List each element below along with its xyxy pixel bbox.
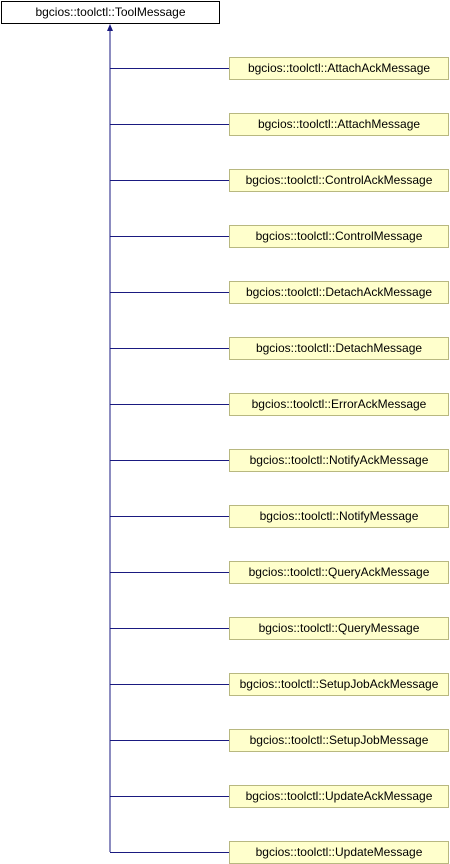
derived-class-node[interactable]: bgcios::toolctl::NotifyMessage: [229, 505, 449, 528]
derived-class-node[interactable]: bgcios::toolctl::SetupJobMessage: [229, 729, 449, 752]
derived-class-node[interactable]: bgcios::toolctl::DetachMessage: [229, 337, 449, 360]
derived-class-node[interactable]: bgcios::toolctl::SetupJobAckMessage: [229, 673, 449, 696]
derived-class-node[interactable]: bgcios::toolctl::NotifyAckMessage: [229, 449, 449, 472]
derived-class-node[interactable]: bgcios::toolctl::QueryMessage: [229, 617, 449, 640]
inheritance-arrowhead: [107, 24, 113, 31]
derived-class-node[interactable]: bgcios::toolctl::ControlAckMessage: [229, 169, 449, 192]
base-class-node[interactable]: bgcios::toolctl::ToolMessage: [1, 1, 220, 24]
derived-class-node[interactable]: bgcios::toolctl::DetachAckMessage: [229, 281, 449, 304]
derived-class-node[interactable]: bgcios::toolctl::AttachMessage: [229, 113, 449, 136]
inheritance-branches: [110, 68, 229, 853]
derived-class-node[interactable]: bgcios::toolctl::UpdateAckMessage: [229, 785, 449, 808]
derived-class-node[interactable]: bgcios::toolctl::QueryAckMessage: [229, 561, 449, 584]
derived-class-node[interactable]: bgcios::toolctl::ErrorAckMessage: [229, 393, 449, 416]
derived-class-node[interactable]: bgcios::toolctl::AttachAckMessage: [229, 57, 449, 80]
derived-class-node[interactable]: bgcios::toolctl::ControlMessage: [229, 225, 449, 248]
derived-class-node[interactable]: bgcios::toolctl::UpdateMessage: [229, 841, 449, 864]
